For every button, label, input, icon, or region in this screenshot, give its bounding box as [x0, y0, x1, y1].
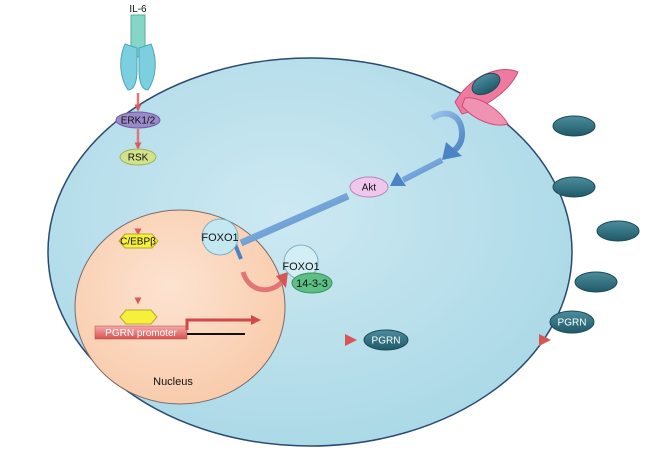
- cebp-label: C/EBPβ: [120, 237, 156, 248]
- nucleus: [74, 209, 286, 405]
- foxo1-export-arrow: [240, 271, 284, 293]
- foxo1-nuclear-node: [201, 218, 239, 256]
- akt-node: [349, 176, 389, 198]
- akt-label: Akt: [362, 183, 377, 194]
- rsk-node: [119, 148, 157, 166]
- promoter-label: PGRN promoter: [105, 328, 177, 339]
- pgrn-cell-node: [363, 329, 409, 351]
- pgrn-cell-label: PGRN: [372, 336, 401, 347]
- pgrn-secreted-node: [549, 310, 595, 334]
- cebp-bound-node: [119, 309, 158, 325]
- il6-label: IL-6: [129, 4, 147, 15]
- erk-node: [115, 111, 161, 129]
- foxo1-nuclear-label: FOXO1: [201, 232, 238, 244]
- transcription-start-arrow: [185, 318, 253, 330]
- foxo1-complex-label: FOXO1: [282, 261, 319, 273]
- cebp-node: [118, 233, 159, 249]
- nucleus-label: Nucleus: [153, 376, 193, 388]
- pgrn-promoter: [94, 325, 188, 340]
- pgrn-receptor: [454, 69, 519, 126]
- pgrn-secreted-label: PGRN: [558, 318, 587, 329]
- rsk-label: RSK: [128, 153, 149, 164]
- il6-receptor: [120, 14, 156, 91]
- pgrn-extracellular: [574, 271, 618, 293]
- protein-14-3-3-label: 14-3-3: [296, 278, 328, 290]
- receptor-curved-arrowhead: [442, 142, 462, 160]
- arrow-receptor-to-akt: [401, 157, 444, 183]
- pgrn-extracellular: [596, 220, 640, 242]
- erk-label: ERK1/2: [121, 116, 156, 127]
- pgrn-extracellular: [552, 115, 596, 137]
- transcription-start-arrowhead: [251, 315, 261, 325]
- pgrn-extracellular: [552, 176, 596, 198]
- foxo1-export-arrowhead: [276, 272, 288, 288]
- protein-14-3-3-node: [291, 272, 333, 294]
- inhibit-akt-foxo1: [239, 192, 350, 247]
- receptor-curved-arrow: [430, 110, 466, 155]
- arrow-receptor-to-akt-head: [390, 172, 406, 186]
